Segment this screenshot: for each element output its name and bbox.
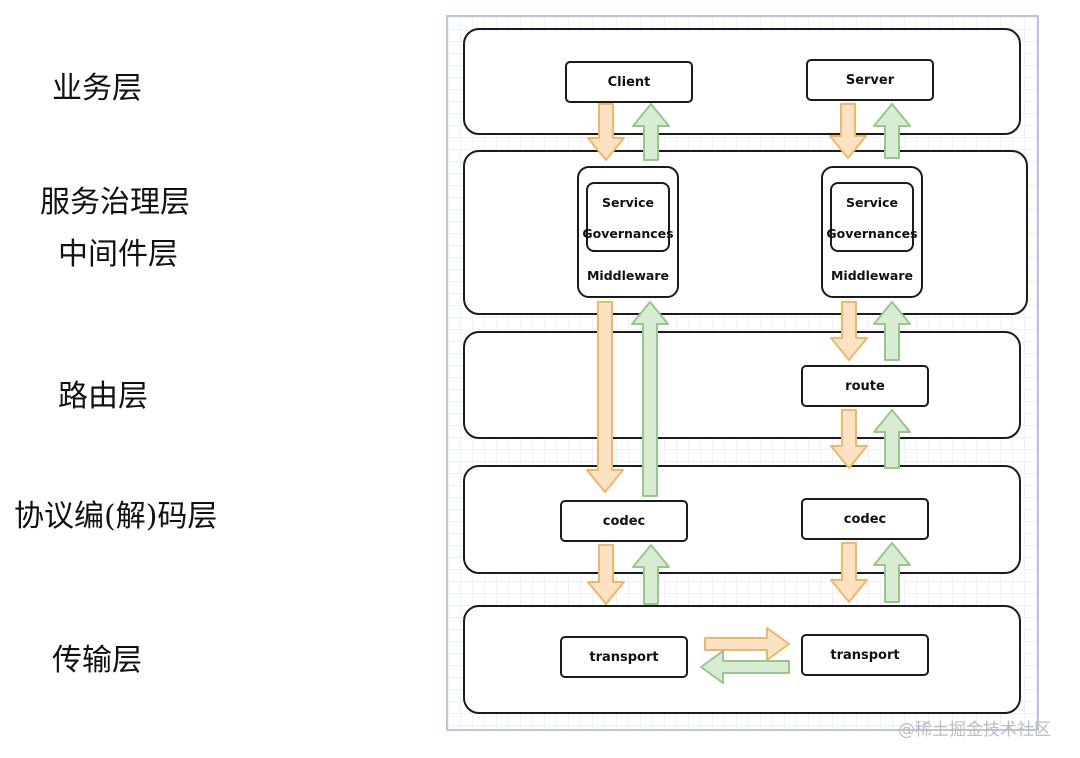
arrow-route-down [830,409,868,469]
arrow-gov-right-down [830,301,868,361]
governance-middleware-right: Service Governances Middleware [821,166,923,298]
layer-label-routing: 路由层 [58,379,148,414]
layer-label-transport: 传输层 [52,643,142,678]
arrow-route-up [873,409,911,469]
transport-node-left: transport [560,636,688,678]
arrow-transport-left [700,650,790,684]
arrow-codec-left-down [587,544,625,605]
band-governance [463,150,1028,315]
middleware-label-left: Middleware [586,268,669,283]
arrow-gov-right-up [873,301,911,361]
arrow-server-down [829,103,867,159]
governance-middleware-left: Service Governances Middleware [577,166,679,298]
server-node: Server [806,59,934,101]
client-node: Client [565,61,693,103]
governances-label-right: Governances [826,226,918,241]
route-node: route [801,365,929,407]
arrow-codec-left-up [632,544,670,605]
arrow-server-up [873,103,911,159]
codec-node-right: codec [801,498,929,540]
transport-node-right: transport [801,634,929,676]
governances-label-left: Governances [582,226,674,241]
service-label-left: Service [602,195,654,210]
service-label-right: Service [846,195,898,210]
arrow-codec-right-up [873,542,911,603]
service-governance-box-right [830,182,914,252]
layer-label-middleware: 中间件层 [58,237,178,272]
watermark: @稀土掘金技术社区 [898,720,1051,740]
layer-label-codec: 协议编(解)码层 [14,499,218,534]
layer-label-governance: 服务治理层 [40,185,190,220]
service-governance-box-left [586,182,670,252]
layer-label-business: 业务层 [52,71,142,106]
codec-node-left: codec [560,500,688,542]
arrow-gov-left-down [586,301,624,493]
arrow-client-down [587,103,625,161]
arrow-codec-right-down [830,542,868,603]
arrow-client-up [632,103,670,161]
arrow-transport-right [704,627,790,661]
band-business [463,28,1021,135]
arrow-gov-left-up [631,301,669,497]
middleware-label-right: Middleware [830,268,913,283]
